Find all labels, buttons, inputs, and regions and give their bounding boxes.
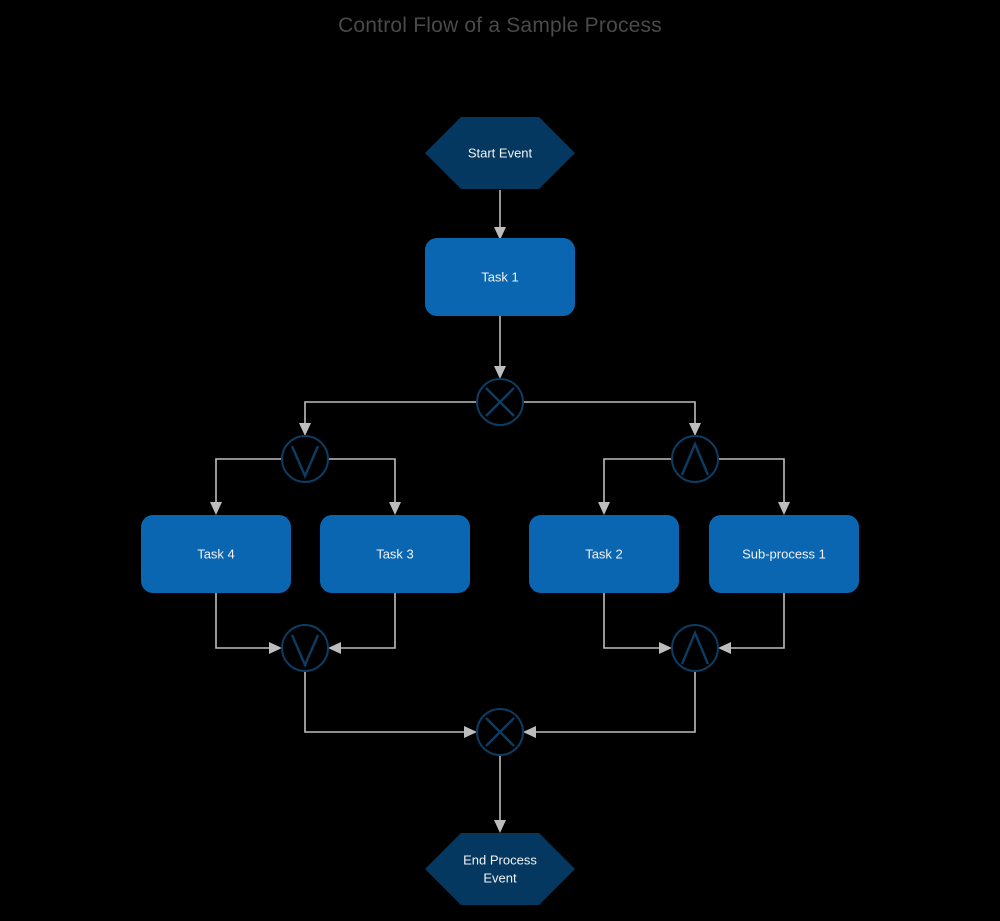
edge-or-join-to-xor-join: [304, 671, 477, 738]
node-task-3[interactable]: Task 3: [320, 515, 470, 593]
task-4-shape: [141, 515, 291, 593]
subprocess-1-shape: [709, 515, 859, 593]
xor-split-icon: [485, 387, 515, 417]
edge-task1-to-xor-split: [494, 316, 506, 379]
edge-and-split-to-subprocess1: [718, 458, 790, 515]
start-event-shape: [425, 117, 575, 189]
node-layer: Start Event Task 1: [141, 117, 859, 905]
and-split-icon: [680, 440, 710, 476]
node-task-1[interactable]: Task 1: [425, 238, 575, 316]
or-split-icon: [290, 445, 320, 480]
gateway-or-split[interactable]: [281, 435, 329, 483]
task-4-label: Task 4: [197, 546, 235, 561]
edge-subprocess1-to-and-join: [718, 593, 785, 654]
task-2-shape: [529, 515, 679, 593]
edge-or-split-to-task3: [328, 458, 401, 515]
task-2-label: Task 2: [585, 546, 623, 561]
edge-or-split-to-task4: [210, 458, 282, 515]
node-subprocess-1[interactable]: Sub-process 1: [709, 515, 859, 593]
edge-xor-split-to-and-split: [523, 401, 701, 436]
gateway-and-split[interactable]: [671, 435, 719, 483]
task-1-label: Task 1: [481, 269, 519, 284]
edge-task2-to-and-join: [603, 593, 672, 654]
start-event-label: Start Event: [468, 145, 533, 160]
edge-and-join-to-xor-join: [523, 671, 696, 738]
task-1-shape: [425, 238, 575, 316]
edge-xor-join-to-end: [494, 755, 506, 833]
edge-task4-to-or-join: [215, 593, 282, 654]
edge-xor-split-to-or-split: [299, 401, 477, 436]
end-event-label-line-2: Event: [483, 870, 517, 885]
task-3-label: Task 3: [376, 546, 414, 561]
edge-task3-to-or-join: [328, 593, 396, 654]
and-join-icon: [680, 629, 710, 665]
node-task-2[interactable]: Task 2: [529, 515, 679, 593]
gateway-and-join[interactable]: [671, 624, 719, 672]
node-start-event[interactable]: Start Event: [425, 117, 575, 189]
gateway-xor-join[interactable]: [476, 708, 524, 756]
end-event-label-line-1: End Process: [463, 852, 537, 867]
gateway-or-join[interactable]: [281, 624, 329, 672]
node-task-4[interactable]: Task 4: [141, 515, 291, 593]
node-end-event[interactable]: End Process Event: [425, 833, 575, 905]
xor-join-icon: [485, 717, 515, 747]
edge-and-split-to-task2: [598, 458, 672, 515]
task-3-shape: [320, 515, 470, 593]
page-title: Control Flow of a Sample Process: [338, 14, 662, 37]
or-join-icon: [290, 634, 320, 669]
gateway-xor-split[interactable]: [476, 378, 524, 426]
end-event-shape: [425, 833, 575, 905]
subprocess-1-label: Sub-process 1: [742, 546, 826, 561]
edge-start-to-task1: [494, 190, 506, 240]
edge-layer: [210, 190, 790, 833]
